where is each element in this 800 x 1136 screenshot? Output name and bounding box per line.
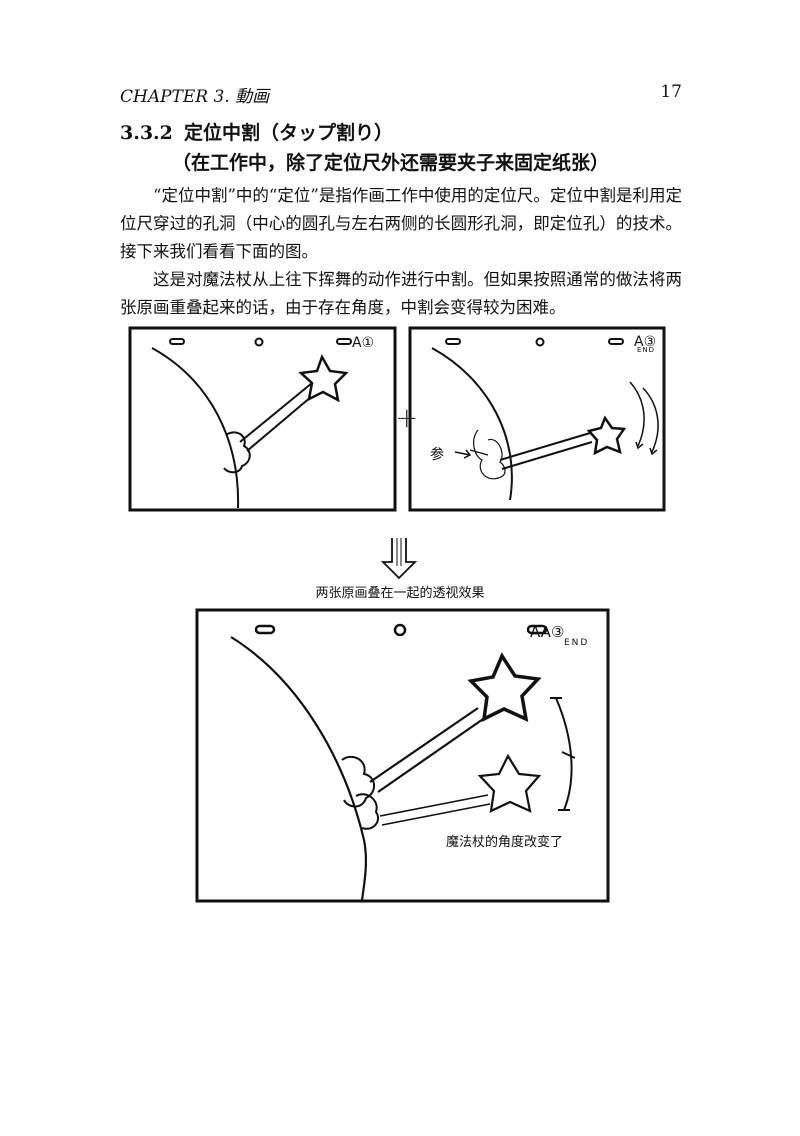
page-header: CHAPTER 3. 動画 17 bbox=[120, 82, 682, 107]
wand-star-upper-icon bbox=[467, 652, 542, 723]
peg-hole-slot-icon bbox=[608, 338, 624, 345]
peg-hole-round-icon bbox=[393, 623, 407, 637]
peg-hole-round-icon bbox=[254, 337, 264, 347]
peg-hole-slot-icon bbox=[445, 338, 461, 345]
character-body-outline bbox=[230, 636, 368, 901]
motion-arc bbox=[629, 381, 645, 447]
hand-drawing bbox=[355, 793, 380, 830]
plus-sign: + bbox=[395, 401, 418, 434]
chapter-title: CHAPTER 3. 動画 bbox=[120, 87, 270, 107]
wand-stick-upper bbox=[369, 707, 487, 793]
peg-hole-round-icon bbox=[535, 337, 545, 347]
panel-a1-label: A① bbox=[352, 335, 374, 351]
angle-caption: 魔法杖的角度改变了 bbox=[446, 834, 563, 850]
sketch-hand-drawing bbox=[473, 429, 506, 480]
hand-drawing bbox=[341, 755, 375, 808]
wand-stick bbox=[239, 382, 319, 452]
character-body-outline bbox=[431, 347, 513, 501]
overlay-caption: 两张原画叠在一起的透视效果 bbox=[315, 585, 484, 601]
panel-combined bbox=[195, 608, 610, 903]
wand-star-icon bbox=[586, 415, 627, 456]
panel-a3-end-label: END bbox=[637, 346, 655, 354]
angle-bracket bbox=[555, 697, 573, 811]
wand-star-lower-icon bbox=[477, 753, 542, 813]
paragraph-2: 这是对魔法杖从上往下挥舞的动作进行中割。但如果按照通常的做法将两张原画重叠起来的… bbox=[120, 270, 682, 317]
peg-hole-slot-icon bbox=[526, 624, 548, 635]
combined-panel-label: AA③ bbox=[530, 623, 564, 641]
peg-hole-slot-icon bbox=[336, 338, 352, 345]
section-subtitle: （在工作中，除了定位尺外还需要夹子来固定纸张） bbox=[172, 152, 610, 174]
body-text: “定位中割”中的“定位”是指作画工作中使用的定位尺。定位中割是利用定位尺穿过的孔… bbox=[120, 182, 682, 322]
character-body-outline bbox=[151, 347, 240, 509]
combined-end-label: END bbox=[564, 638, 589, 648]
peg-hole-slot-icon bbox=[254, 624, 276, 635]
motion-arc bbox=[642, 387, 659, 453]
reference-arrow-icon bbox=[454, 449, 472, 459]
wand-stick bbox=[499, 432, 593, 470]
panel-a1 bbox=[128, 326, 397, 512]
section-number: 3.3.2 bbox=[120, 122, 173, 144]
panel-a3-label: A③ bbox=[634, 334, 656, 350]
hand-drawing bbox=[223, 431, 251, 474]
wand-stick-lower bbox=[379, 794, 491, 826]
paragraph-1: “定位中割”中的“定位”是指作画工作中使用的定位尺。定位中割是利用定位尺穿过的孔… bbox=[120, 186, 682, 261]
wand-star-icon bbox=[298, 354, 349, 403]
panel-a3 bbox=[408, 326, 666, 512]
down-arrow-icon bbox=[380, 538, 418, 580]
section-heading: 3.3.2 定位中割（タップ割り） （在工作中，除了定位尺外还需要夹子来固定纸张） bbox=[120, 118, 700, 178]
section-title: 定位中割（タップ割り） bbox=[184, 122, 394, 144]
peg-hole-slot-icon bbox=[169, 338, 185, 345]
reference-mark: 参 bbox=[430, 446, 444, 463]
page-number: 17 bbox=[660, 82, 682, 102]
